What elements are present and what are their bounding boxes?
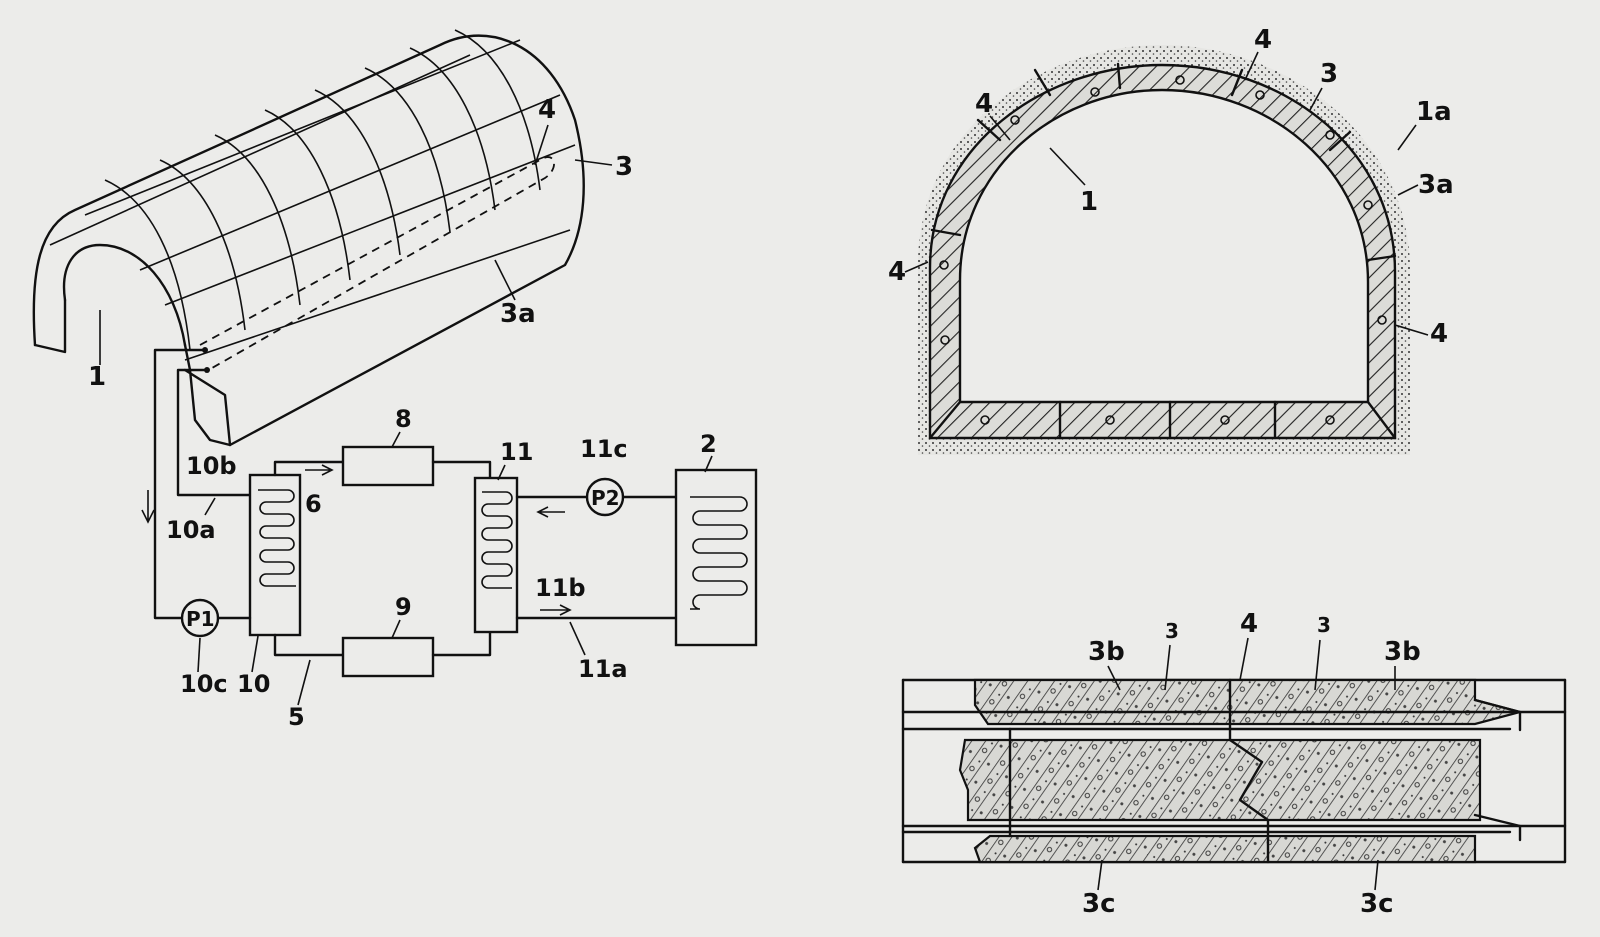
segment-joints xyxy=(928,62,1397,440)
tunnel-front-face xyxy=(33,298,67,354)
segment-middle-block xyxy=(958,738,1482,822)
ring-lines xyxy=(104,29,541,351)
label-1: 1 xyxy=(1080,187,1098,217)
line-10a xyxy=(176,368,262,497)
joint-detail-figure: 3b 3 4 3 3b 3c 3c xyxy=(901,609,1567,919)
label-6: 6 xyxy=(305,490,322,518)
label-4-right: 4 xyxy=(1430,319,1448,349)
label-3-right: 3 xyxy=(1317,613,1331,637)
label-3c-left: 3c xyxy=(1082,889,1116,919)
coil-2 xyxy=(690,496,748,610)
line-6 xyxy=(273,460,345,477)
label-5: 5 xyxy=(288,703,305,731)
pump-p2-label: P2 xyxy=(591,486,620,510)
label-4: 4 xyxy=(1240,609,1258,639)
label-4-left: 4 xyxy=(888,257,906,287)
label-9: 9 xyxy=(395,593,412,621)
label-8: 8 xyxy=(395,405,412,433)
label-3b-right: 3b xyxy=(1384,637,1421,667)
label-4: 4 xyxy=(538,95,556,125)
label-11a: 11a xyxy=(578,655,628,683)
label-1a: 1a xyxy=(1416,97,1452,127)
label-10b: 10b xyxy=(186,452,237,480)
circuit-figure: P1 P2 10b 10a 6 8 11 11c 2 xyxy=(141,348,758,731)
tunnel-lower-edge xyxy=(183,343,232,447)
coil-11 xyxy=(481,491,513,589)
label-10c: 10c xyxy=(180,670,228,698)
label-3a: 3a xyxy=(1418,170,1454,200)
label-3: 3 xyxy=(615,152,633,182)
label-3a: 3a xyxy=(500,299,536,329)
label-1: 1 xyxy=(88,362,106,392)
label-3c-right: 3c xyxy=(1360,889,1394,919)
tunnel-figure: 1 4 3 3a xyxy=(32,29,633,447)
label-10a: 10a xyxy=(166,516,216,544)
line-5 xyxy=(273,633,345,657)
label-11b: 11b xyxy=(535,574,586,602)
line-10b xyxy=(153,348,207,620)
label-3b-left: 3b xyxy=(1088,637,1125,667)
segment-top-band xyxy=(973,678,1525,726)
component-9 xyxy=(341,636,435,678)
pipe-holes xyxy=(939,75,1387,425)
label-3-top: 3 xyxy=(1320,59,1338,89)
ground-exchanger-2 xyxy=(674,468,758,647)
component-8 xyxy=(341,445,435,487)
label-4-top: 4 xyxy=(1254,25,1272,55)
tunnel-outer-surface xyxy=(32,34,585,447)
segment-joint-line xyxy=(1228,678,1270,864)
pump-p1-label: P1 xyxy=(186,607,215,631)
segment-bottom-band xyxy=(973,834,1477,864)
coil-10 xyxy=(258,489,296,587)
tunnel-interior xyxy=(958,88,1370,404)
label-10: 10 xyxy=(237,670,270,698)
cross-section-figure: 4 3 1a 4 1 3a 4 4 xyxy=(888,25,1454,455)
longitudinal-lines xyxy=(49,39,576,361)
tunnel-inner-edge xyxy=(62,243,187,347)
embedded-pipe xyxy=(199,156,555,373)
label-2: 2 xyxy=(700,430,717,458)
label-11c: 11c xyxy=(580,435,628,463)
label-11: 11 xyxy=(500,438,533,466)
label-3-left: 3 xyxy=(1165,619,1179,643)
label-4-left-top: 4 xyxy=(975,89,993,119)
joint-pipes xyxy=(901,698,1567,842)
